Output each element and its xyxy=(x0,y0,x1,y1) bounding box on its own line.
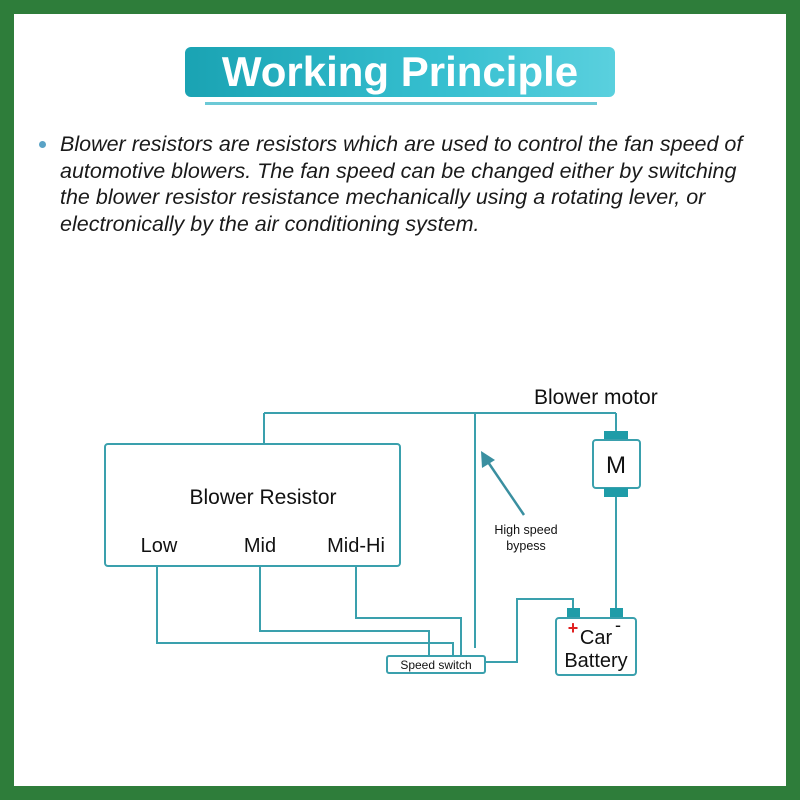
midhi-tap-wire xyxy=(355,566,462,656)
speed-switch-box xyxy=(386,655,486,674)
tap-low-label: Low xyxy=(141,535,178,557)
tap-midhi-label: Mid-Hi xyxy=(327,535,385,557)
switch-battery-wire xyxy=(485,598,574,663)
bypass-arrow-head xyxy=(481,451,495,468)
bypass-arrow-line xyxy=(486,461,526,516)
motor-terminal-top xyxy=(604,431,628,440)
low-tap-wire xyxy=(156,566,454,656)
bypass-label-line2: bypess xyxy=(506,539,546,553)
blower-resistor-label: Blower Resistor xyxy=(189,486,336,509)
bullet-icon xyxy=(39,141,46,148)
motor-symbol: M xyxy=(606,452,626,479)
mid-tap-wire xyxy=(259,566,430,656)
battery-label-line2: Battery xyxy=(564,650,627,672)
blower-resistor-box xyxy=(104,443,401,567)
description-text: Blower resistors are resistors which are… xyxy=(60,132,743,236)
battery-label-line1: Car xyxy=(580,627,613,649)
tap-mid-label: Mid xyxy=(244,535,276,557)
page-title: Working Principle xyxy=(221,48,579,95)
speed-switch-label: Speed switch xyxy=(400,658,471,672)
battery-terminal-positive xyxy=(567,608,580,618)
motor-terminal-bottom xyxy=(604,488,628,497)
battery-minus-sign: - xyxy=(615,615,621,635)
blower-motor-label: Blower motor xyxy=(534,386,658,409)
title-banner: Working Principle xyxy=(185,47,615,97)
battery-plus-sign: + xyxy=(568,618,579,638)
title-underline xyxy=(205,102,597,105)
battery-terminal-negative xyxy=(610,608,623,618)
car-battery-box xyxy=(555,617,637,676)
bypass-label-line1: High speed xyxy=(494,523,557,537)
